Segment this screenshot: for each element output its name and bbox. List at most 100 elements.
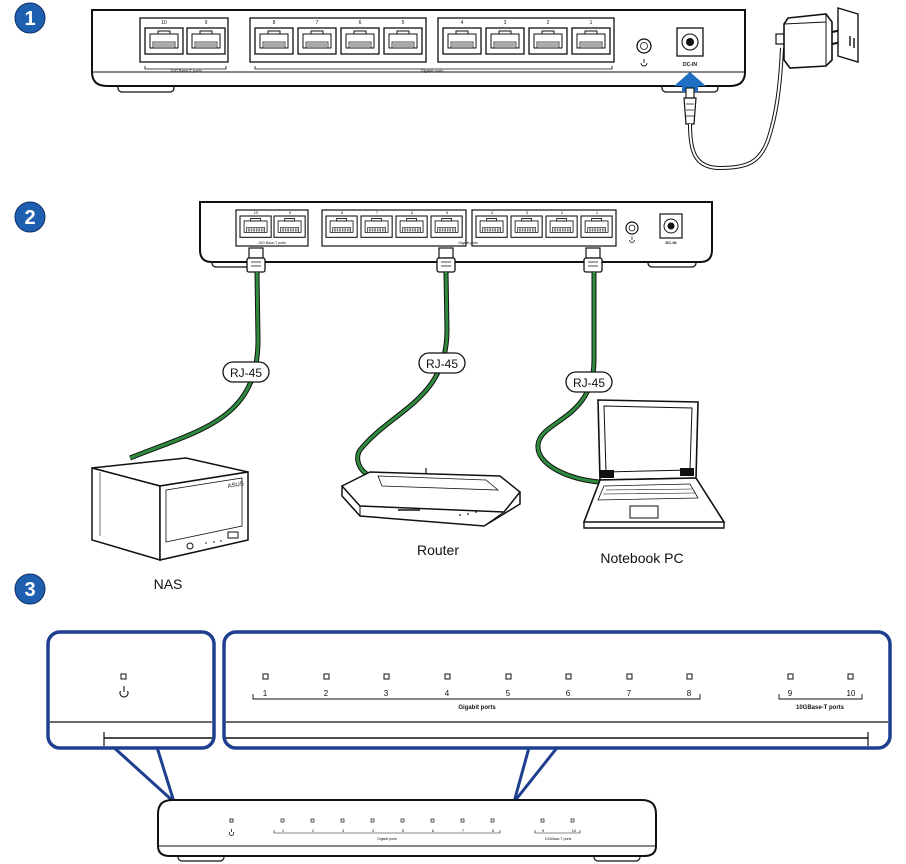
mini-port-10: 10 xyxy=(572,828,577,833)
mini-port-7: 7 xyxy=(462,828,465,833)
mini-port-1: 1 xyxy=(282,828,285,833)
mini-gigabit-label: Gigabit ports xyxy=(377,837,397,841)
front-port-5: 5 xyxy=(506,689,511,698)
rear1-port-10: 10 xyxy=(161,20,167,26)
callout-port-leds: 1 2 3 4 5 6 7 8 9 10 Gigabit ports 10GBa… xyxy=(222,630,892,750)
port-leds xyxy=(262,673,854,680)
rear1-port-9: 9 xyxy=(205,20,208,26)
rj45-label-text: RJ-45 xyxy=(426,357,458,371)
rear2-port-10: 10 xyxy=(254,210,259,215)
callout-pointer-right xyxy=(512,742,562,804)
power-icon xyxy=(119,686,129,698)
front-port-4: 4 xyxy=(445,689,450,698)
rear1-port-6: 6 xyxy=(359,20,362,26)
power-adapter-icon xyxy=(775,13,843,69)
rear2-port-7: 7 xyxy=(376,210,379,215)
power-icon xyxy=(640,59,648,67)
front-port-7: 7 xyxy=(627,689,632,698)
rear-ports-2 xyxy=(239,215,613,238)
step-3: 3 xyxy=(14,573,892,862)
router-label: Router xyxy=(417,542,459,558)
rear2-port-4: 4 xyxy=(491,210,494,215)
notebook-device xyxy=(582,399,726,529)
step-2: 2 10 9 8 7 6 xyxy=(14,201,726,592)
rear-ports-1 xyxy=(144,27,611,55)
rear2-power-button xyxy=(625,221,639,235)
front-port-8: 8 xyxy=(687,689,692,698)
front-mini-leds xyxy=(280,818,575,823)
rear2-port-8: 8 xyxy=(341,210,344,215)
mini-port-3: 3 xyxy=(342,828,345,833)
rear1-port-5: 5 xyxy=(402,20,405,26)
insert-arrow-icon xyxy=(674,72,706,92)
mini-port-9: 9 xyxy=(542,828,545,833)
switch-rear-1: 10 9 8 7 6 5 4 3 2 1 10G Base-T ports Gi… xyxy=(91,9,746,93)
rear1-dc-label: DC-IN xyxy=(683,62,697,68)
switch-front: 1 2 3 4 5 6 7 8 9 10 Gigabit ports 10GBa… xyxy=(157,799,657,862)
rear1-power-button xyxy=(636,38,652,54)
switch-rear-2: 10 9 8 7 6 5 4 3 2 1 10G Base-T ports Gi… xyxy=(199,201,713,268)
rj45-label-text: RJ-45 xyxy=(230,366,262,380)
step-1-circle xyxy=(14,2,46,34)
rj45-label-notebook: RJ-45 xyxy=(565,371,613,393)
rear2-group-10g: 10G Base-T ports xyxy=(258,241,286,245)
router-device xyxy=(340,468,522,527)
mini-10g-label: 10GBase-T ports xyxy=(545,837,572,841)
power-icon xyxy=(629,236,635,243)
rear2-port-9: 9 xyxy=(289,210,292,215)
rear2-port-5: 5 xyxy=(446,210,449,215)
step-2-number: 2 xyxy=(24,207,35,229)
rj45-label-nas: RJ-45 xyxy=(222,361,270,383)
front-gigabit-label: Gigabit ports xyxy=(458,705,496,711)
front-port-1: 1 xyxy=(263,689,268,698)
rear1-port-2: 2 xyxy=(547,20,550,26)
rear1-group-gigabit: Gigabit ports xyxy=(421,68,444,73)
power-icon xyxy=(228,829,235,836)
step-1-number: 1 xyxy=(24,8,35,30)
mini-port-5: 5 xyxy=(402,828,405,833)
rear2-port-3: 3 xyxy=(526,210,529,215)
front-port-2: 2 xyxy=(324,689,329,698)
rear1-port-7: 7 xyxy=(316,20,319,26)
front-port-10: 10 xyxy=(847,689,856,698)
ethernet-cables xyxy=(129,271,601,485)
step-2-circle xyxy=(14,201,46,233)
front-port-3: 3 xyxy=(384,689,389,698)
rear1-port-4: 4 xyxy=(461,20,464,26)
mini-port-8: 8 xyxy=(492,828,495,833)
rear2-dc-label: DC-IN xyxy=(665,240,676,245)
front-port-9: 9 xyxy=(788,689,793,698)
rear2-port-2: 2 xyxy=(561,210,564,215)
svg-text:ASUS: ASUS xyxy=(227,481,244,490)
step-1: 1 10 9 8 7 6 5 4 3 2 1 xyxy=(14,2,859,171)
rear2-group-gigabit: Gigabit ports xyxy=(458,241,478,245)
plug-router xyxy=(436,247,456,273)
step-3-badge: 3 xyxy=(14,573,46,605)
mini-port-2: 2 xyxy=(312,828,315,833)
rear1-port-1: 1 xyxy=(590,20,593,26)
dc-plug xyxy=(683,87,697,125)
rear2-port-6: 6 xyxy=(411,210,414,215)
rear1-port-8: 8 xyxy=(273,20,276,26)
rear1-port-3: 3 xyxy=(504,20,507,26)
rj45-label-text: RJ-45 xyxy=(573,376,605,390)
front-port-6: 6 xyxy=(566,689,571,698)
nas-device: ASUS xyxy=(91,457,249,562)
plug-notebook xyxy=(583,247,603,273)
rj45-label-router: RJ-45 xyxy=(418,352,466,374)
rear2-port-1: 1 xyxy=(596,210,599,215)
wall-outlet-icon xyxy=(837,7,859,63)
power-led xyxy=(120,673,127,680)
step-1-badge: 1 xyxy=(14,2,46,34)
plug-nas xyxy=(246,247,266,273)
step-2-badge: 2 xyxy=(14,201,46,233)
callout-pointer-left xyxy=(108,742,176,804)
step-3-circle xyxy=(14,573,46,605)
cable-router xyxy=(355,271,450,479)
front-10g-label: 10GBase-T ports xyxy=(796,705,845,711)
rear1-group-10g: 10G Base-T ports xyxy=(170,68,202,73)
notebook-label: Notebook PC xyxy=(600,550,683,566)
mini-port-4: 4 xyxy=(372,828,375,833)
mini-port-6: 6 xyxy=(432,828,435,833)
